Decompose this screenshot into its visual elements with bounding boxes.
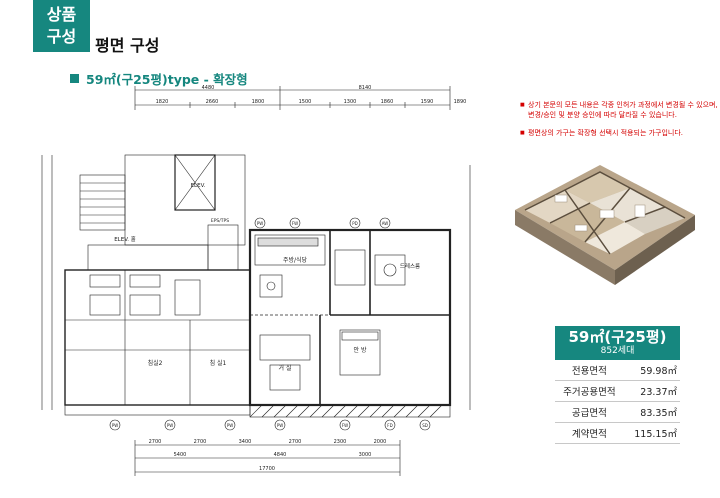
room-living: 거 실: [279, 364, 292, 372]
room-bed2: 침실2: [148, 359, 163, 367]
dim-label: 2700: [289, 439, 302, 445]
dim-label: 2300: [334, 439, 347, 445]
table-row: 주거공용면적 23.37㎡: [555, 380, 680, 402]
area-info-panel: 59㎡(구25평) 852세대 전용면적 59.98㎡ 주거공용면적 23.37…: [555, 326, 680, 444]
area-info-header: 59㎡(구25평) 852세대: [555, 326, 680, 360]
tag-label: FD: [387, 423, 392, 428]
area-value: 115.15㎡: [623, 422, 680, 444]
isometric-render-image: [515, 165, 695, 285]
area-value: 83.35㎡: [623, 401, 680, 423]
tag-label: PD: [352, 221, 358, 226]
dim-label: 1800: [252, 99, 265, 105]
area-label: 전용면적: [555, 360, 624, 381]
dim-label: 1300: [344, 99, 357, 105]
dim-label: 1590: [421, 99, 434, 105]
note-item: 상기 본문의 모든 내용은 각종 인허가 과정에서 변경될 수 있으며, 사업 …: [520, 100, 720, 120]
dim-label: 3000: [359, 452, 372, 458]
floor-plan: 4480 8140 1820 2660 1800 1500 1300 1860 …: [41, 85, 471, 476]
dim-label: 2700: [194, 439, 207, 445]
dim-label: 3400: [239, 439, 252, 445]
area-value: 23.37㎡: [623, 380, 680, 402]
table-row: 공급면적 83.35㎡: [555, 401, 680, 423]
room-dress: 드레스룸: [400, 262, 420, 270]
category-badge: 상품 구성: [33, 0, 90, 52]
badge-line-2: 구성: [46, 27, 77, 46]
dim-label: 2700: [149, 439, 162, 445]
area-table: 전용면적 59.98㎡ 주거공용면적 23.37㎡ 공급면적 83.35㎡ 계약…: [555, 360, 680, 444]
dim-label: 2660: [206, 99, 219, 105]
room-eps: EPS/TPS: [211, 218, 229, 224]
dim-label: 4480: [202, 85, 215, 91]
section-heading: 59㎡(구25평)type - 확장형: [70, 69, 248, 88]
dim-label: 1890: [454, 99, 467, 105]
dim-label: 8140: [359, 85, 372, 91]
tag-label: PW: [257, 221, 263, 226]
note-item: 평면상의 가구는 확장형 선택시 적용되는 가구입니다.: [520, 128, 720, 138]
dim-label: 4840: [274, 452, 287, 458]
unit-count: 852세대: [600, 346, 635, 356]
tag-label: FW: [342, 423, 348, 428]
section-label: 59㎡(구25평)type - 확장형: [86, 72, 248, 87]
tag-label: PW: [167, 423, 173, 428]
notes-list: 상기 본문의 모든 내용은 각종 인허가 과정에서 변경될 수 있으며, 사업 …: [480, 100, 720, 146]
tag-label: AW: [382, 221, 389, 226]
table-row: 계약면적 115.15㎡: [555, 422, 680, 444]
dim-label: 1820: [156, 99, 169, 105]
dim-label: 1500: [299, 99, 312, 105]
tag-label: PW: [277, 423, 283, 428]
dim-total: 17700: [259, 466, 275, 472]
room-elev: ELEV.: [191, 183, 206, 189]
badge-line-1: 상품: [46, 5, 77, 24]
table-row: 전용면적 59.98㎡: [555, 360, 680, 381]
dim-label: 2000: [374, 439, 387, 445]
tag-label: FW: [292, 221, 298, 226]
room-master: 안 방: [354, 346, 367, 354]
square-bullet-icon: [70, 74, 79, 83]
dim-label: 5400: [174, 452, 187, 458]
tag-label: SD: [422, 423, 428, 428]
tag-label: PW: [112, 423, 118, 428]
room-kitchen: 주방/식당: [283, 256, 308, 264]
room-elev-hall: ELEV. 홀: [114, 235, 136, 243]
page-title: 평면 구성: [95, 36, 160, 55]
tag-label: PW: [227, 423, 233, 428]
area-value: 59.98㎡: [623, 360, 680, 381]
area-label: 계약면적: [555, 422, 624, 444]
unit-type: 59㎡(구25평): [568, 328, 667, 346]
area-label: 공급면적: [555, 401, 624, 423]
area-label: 주거공용면적: [555, 380, 624, 402]
dim-label: 1860: [381, 99, 394, 105]
room-bed1: 침 실1: [210, 359, 227, 367]
